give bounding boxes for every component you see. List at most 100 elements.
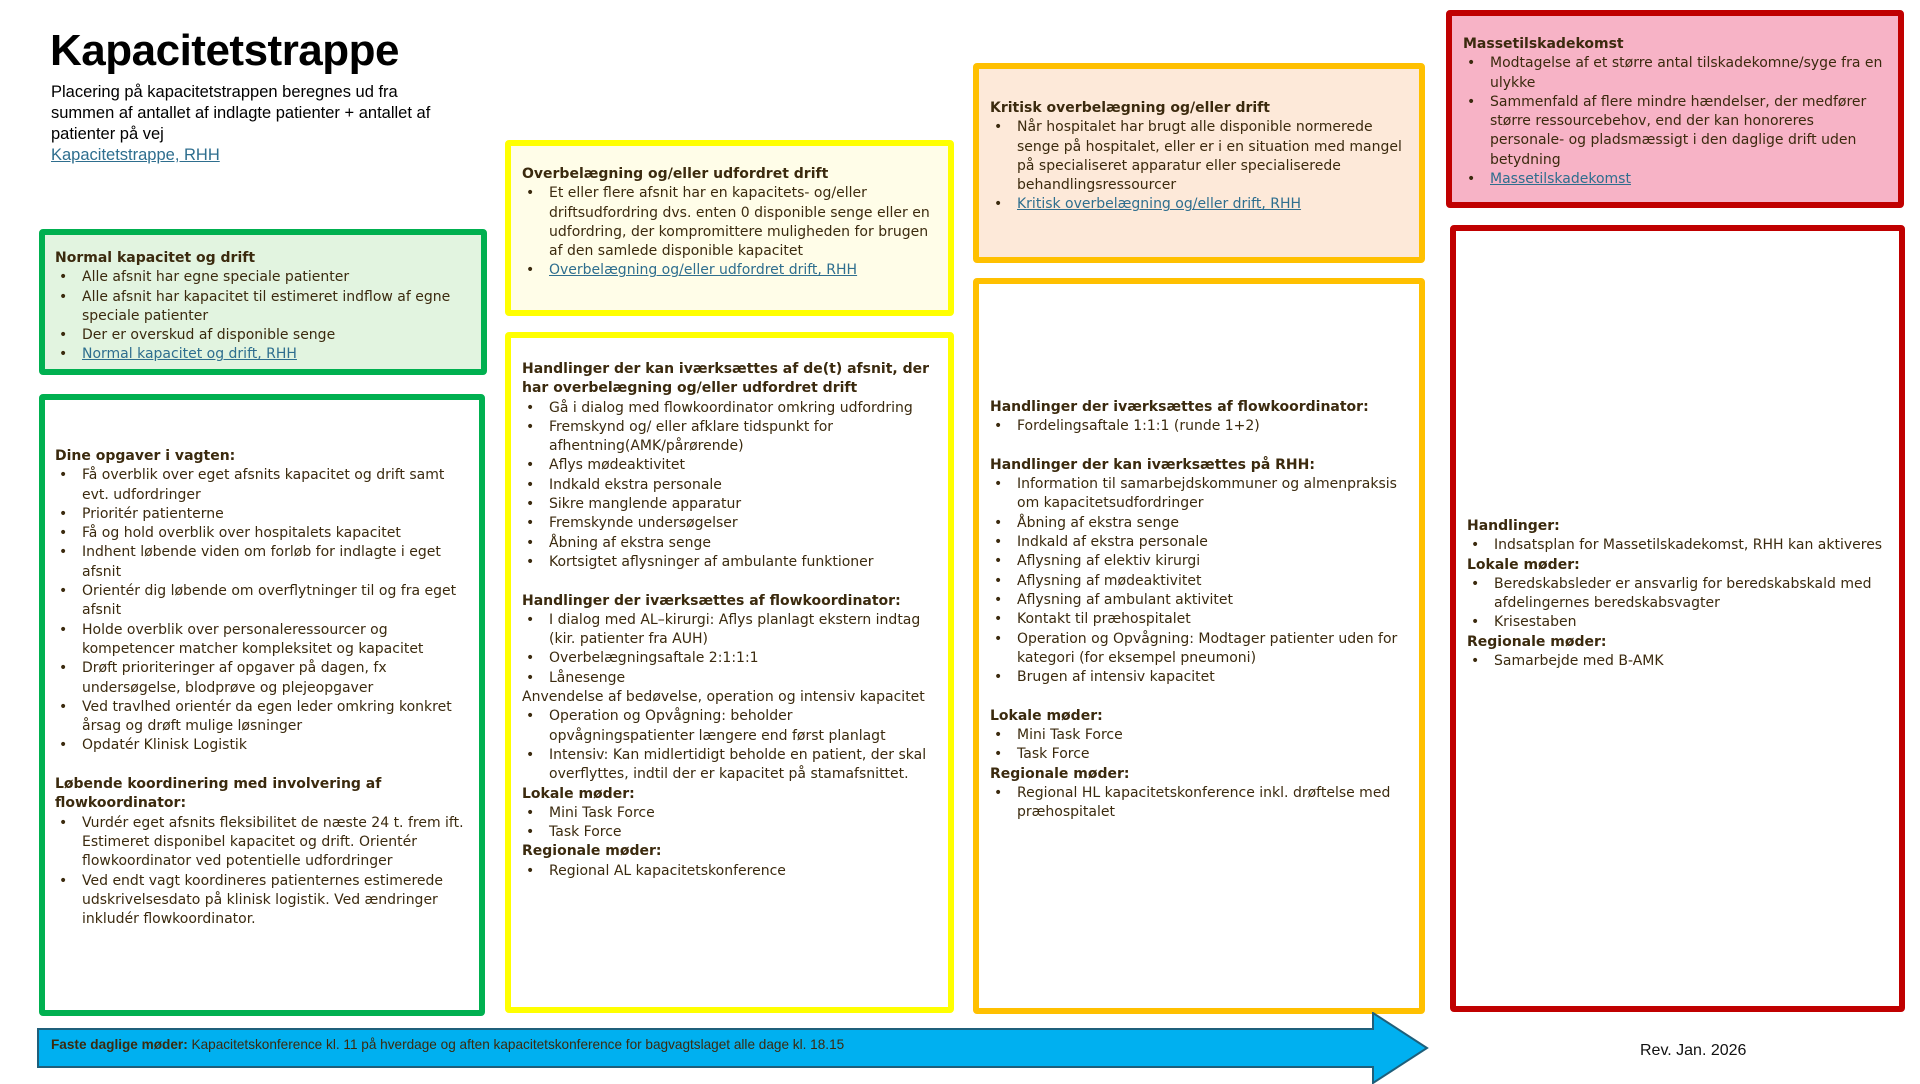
list-item: Orientér dig løbende om overflytninger t… xyxy=(55,582,469,621)
section-heading: Handlinger der kan iværksættes af de(t) … xyxy=(522,361,930,397)
revision-date: Rev. Jan. 2026 xyxy=(1640,1042,1747,1059)
spacer xyxy=(990,687,1409,706)
list-item-text: Opdatér Klinisk Logistik xyxy=(82,737,247,754)
list-item-text: Ved endt vagt koordineres patienternes e… xyxy=(82,872,444,928)
list-item-text: Alle afsnit har kapacitet til estimeret … xyxy=(82,288,451,324)
section-heading: Kritisk overbelægning og/eller drift xyxy=(990,100,1270,116)
list-item: Aflysning af mødeaktivitet xyxy=(990,572,1409,592)
list-item: Kortsigtet aflysninger af ambulante funk… xyxy=(522,553,938,573)
list-item-text: Alle afsnit har egne speciale patienter xyxy=(82,269,350,286)
list-item: Fordelingsaftale 1:1:1 (runde 1+2) xyxy=(990,417,1409,437)
rhh-link[interactable]: Kritisk overbelægning og/eller drift, RH… xyxy=(1017,196,1302,213)
spacer xyxy=(55,756,469,775)
list-item-text: Aflysning af ambulant aktivitet xyxy=(1017,591,1233,608)
list-item-text: Kontakt til præhospitalet xyxy=(1017,611,1191,628)
bullet-list: Vurdér eget afsnits fleksibilitet de næs… xyxy=(55,814,469,930)
list-item-text: Der er overskud af disponible senge xyxy=(82,327,336,344)
list-item-text: Fordelingsaftale 1:1:1 (runde 1+2) xyxy=(1017,418,1260,435)
list-item-text: Få og hold overblik over hospitalets kap… xyxy=(82,525,401,542)
list-item: Krisestaben xyxy=(1467,613,1889,633)
list-item: Beredskabsleder er ansvarlig for beredsk… xyxy=(1467,575,1889,614)
list-item: Indsatsplan for Massetilskadekomst, RHH … xyxy=(1467,536,1889,556)
list-item: Intensiv: Kan midlertidigt beholde en pa… xyxy=(522,746,938,785)
critical-overload-actions-box: Handlinger der iværksættes af flowkoordi… xyxy=(973,278,1425,1014)
rhh-link[interactable]: Massetilskadekomst xyxy=(1490,171,1631,188)
list-item-text: Når hospitalet har brugt alle disponible… xyxy=(1017,119,1402,194)
list-item: Åbning af ekstra senge xyxy=(522,534,938,554)
section-heading: Normal kapacitet og drift xyxy=(55,250,256,266)
list-item-text: Drøft prioriteringer af opgaver på dagen… xyxy=(82,660,387,696)
rhh-link[interactable]: Normal kapacitet og drift, RHH xyxy=(82,346,297,363)
list-item: Task Force xyxy=(522,823,938,843)
list-item: Holde overblik over personaleressourcer … xyxy=(55,621,469,660)
section-heading: Dine opgaver i vagten: xyxy=(55,448,236,464)
mass-casualty-box: MassetilskadekomstModtagelse af et størr… xyxy=(1446,10,1904,208)
list-item[interactable]: Normal kapacitet og drift, RHH xyxy=(55,345,471,365)
normal-capacity-tasks-box: Dine opgaver i vagten:Få overblik over e… xyxy=(39,394,485,1016)
list-item-text: Åbning af ekstra senge xyxy=(1017,514,1179,531)
kapacitetstrappe-link[interactable]: Kapacitetstrappe, RHH xyxy=(51,146,220,164)
list-item-text: Information til samarbejdskommuner og al… xyxy=(1017,476,1397,512)
list-item: Mini Task Force xyxy=(522,804,938,824)
list-item: Opdatér Klinisk Logistik xyxy=(55,736,469,756)
list-item-text: Task Force xyxy=(1017,746,1090,763)
list-item-text: Mini Task Force xyxy=(549,804,655,821)
list-item[interactable]: Massetilskadekomst xyxy=(1463,170,1888,190)
list-item: Aflysning af ambulant aktivitet xyxy=(990,591,1409,611)
list-item-text: Indsatsplan for Massetilskadekomst, RHH … xyxy=(1494,537,1883,554)
list-item: Vurdér eget afsnits fleksibilitet de næs… xyxy=(55,814,469,872)
bullet-list: Alle afsnit har egne speciale patienterA… xyxy=(55,268,471,365)
bullet-list: Mini Task ForceTask Force xyxy=(522,804,938,843)
list-item-text: Regional AL kapacitetskonference xyxy=(549,862,786,879)
section-heading: Massetilskadekomst xyxy=(1463,36,1624,52)
list-item[interactable]: Overbelægning og/eller udfordret drift, … xyxy=(522,261,938,281)
spacer xyxy=(990,437,1409,456)
list-item-text: Lånesenge xyxy=(549,669,626,686)
bullet-list: Regional AL kapacitetskonference xyxy=(522,862,938,882)
list-item-text: Beredskabsleder er ansvarlig for beredsk… xyxy=(1494,575,1872,612)
normal-capacity-box: Normal kapacitet og driftAlle afsnit har… xyxy=(39,229,487,375)
list-item-text: Brugen af intensiv kapacitet xyxy=(1017,669,1215,686)
section-heading: Handlinger der iværksættes af flowkoordi… xyxy=(522,592,901,609)
bullet-list: I dialog med AL–kirurgi: Aflys planlagt … xyxy=(522,611,938,688)
list-item-text: Åbning af ekstra senge xyxy=(549,534,711,551)
section-heading: Regionale møder: xyxy=(522,843,662,860)
rhh-link[interactable]: Overbelægning og/eller udfordret drift, … xyxy=(549,262,858,279)
list-item-text: Sammenfald af flere mindre hændelser, de… xyxy=(1490,93,1867,168)
bullet-list: Samarbejde med B-AMK xyxy=(1467,652,1889,672)
daily-meetings-label: Faste daglige møder: xyxy=(51,1037,188,1052)
list-item-text: Indkald ekstra personale xyxy=(549,476,722,493)
section-heading: Handlinger der iværksættes af flowkoordi… xyxy=(990,399,1369,415)
bullet-list: Indsatsplan for Massetilskadekomst, RHH … xyxy=(1467,536,1889,556)
section-heading: Regionale møder: xyxy=(990,765,1130,782)
list-item: Gå i dialog med flowkoordinator omkring … xyxy=(522,399,938,419)
list-item: Der er overskud af disponible senge xyxy=(55,326,471,346)
list-item: Lånesenge xyxy=(522,669,938,689)
spacer xyxy=(522,572,938,591)
list-item: Ved travlhed orientér da egen leder omkr… xyxy=(55,698,469,737)
list-item-text: Vurdér eget afsnits fleksibilitet de næs… xyxy=(82,814,464,870)
list-item-text: Aflysning af elektiv kirurgi xyxy=(1017,553,1201,570)
list-item: Overbelægningsaftale 2:1:1:1 xyxy=(522,649,938,669)
list-item-text: Et eller flere afsnit har en kapacitets-… xyxy=(549,185,930,260)
list-item: Sammenfald af flere mindre hændelser, de… xyxy=(1463,93,1888,170)
list-item-text: Intensiv: Kan midlertidigt beholde en pa… xyxy=(549,746,927,783)
critical-overload-box: Kritisk overbelægning og/eller driftNår … xyxy=(973,63,1425,263)
list-item-text: Task Force xyxy=(549,824,622,841)
list-item: Indkald ekstra personale xyxy=(522,476,938,496)
list-item-text: Operation og Opvågning: beholder opvågni… xyxy=(549,708,886,744)
bullet-list: Beredskabsleder er ansvarlig for beredsk… xyxy=(1467,575,1889,633)
bullet-list: Mini Task ForceTask Force xyxy=(990,726,1409,765)
list-item-text: Modtagelse af et større antal tilskadeko… xyxy=(1490,55,1883,91)
list-item: Brugen af intensiv kapacitet xyxy=(990,668,1409,688)
list-item[interactable]: Kritisk overbelægning og/eller drift, RH… xyxy=(990,195,1409,215)
overload-box: Overbelægning og/eller udfordret driftEt… xyxy=(505,140,954,316)
list-item: Få og hold overblik over hospitalets kap… xyxy=(55,524,469,544)
list-item: Information til samarbejdskommuner og al… xyxy=(990,475,1409,514)
bullet-list: Fordelingsaftale 1:1:1 (runde 1+2) xyxy=(990,417,1409,437)
list-item: Regional AL kapacitetskonference xyxy=(522,862,938,882)
overload-actions-box: Handlinger der kan iværksættes af de(t) … xyxy=(505,332,954,1013)
list-item: Prioritér patienterne xyxy=(55,505,469,525)
list-item: Indkald af ekstra personale xyxy=(990,533,1409,553)
list-item-text: Fremskynde undersøgelser xyxy=(549,515,738,532)
